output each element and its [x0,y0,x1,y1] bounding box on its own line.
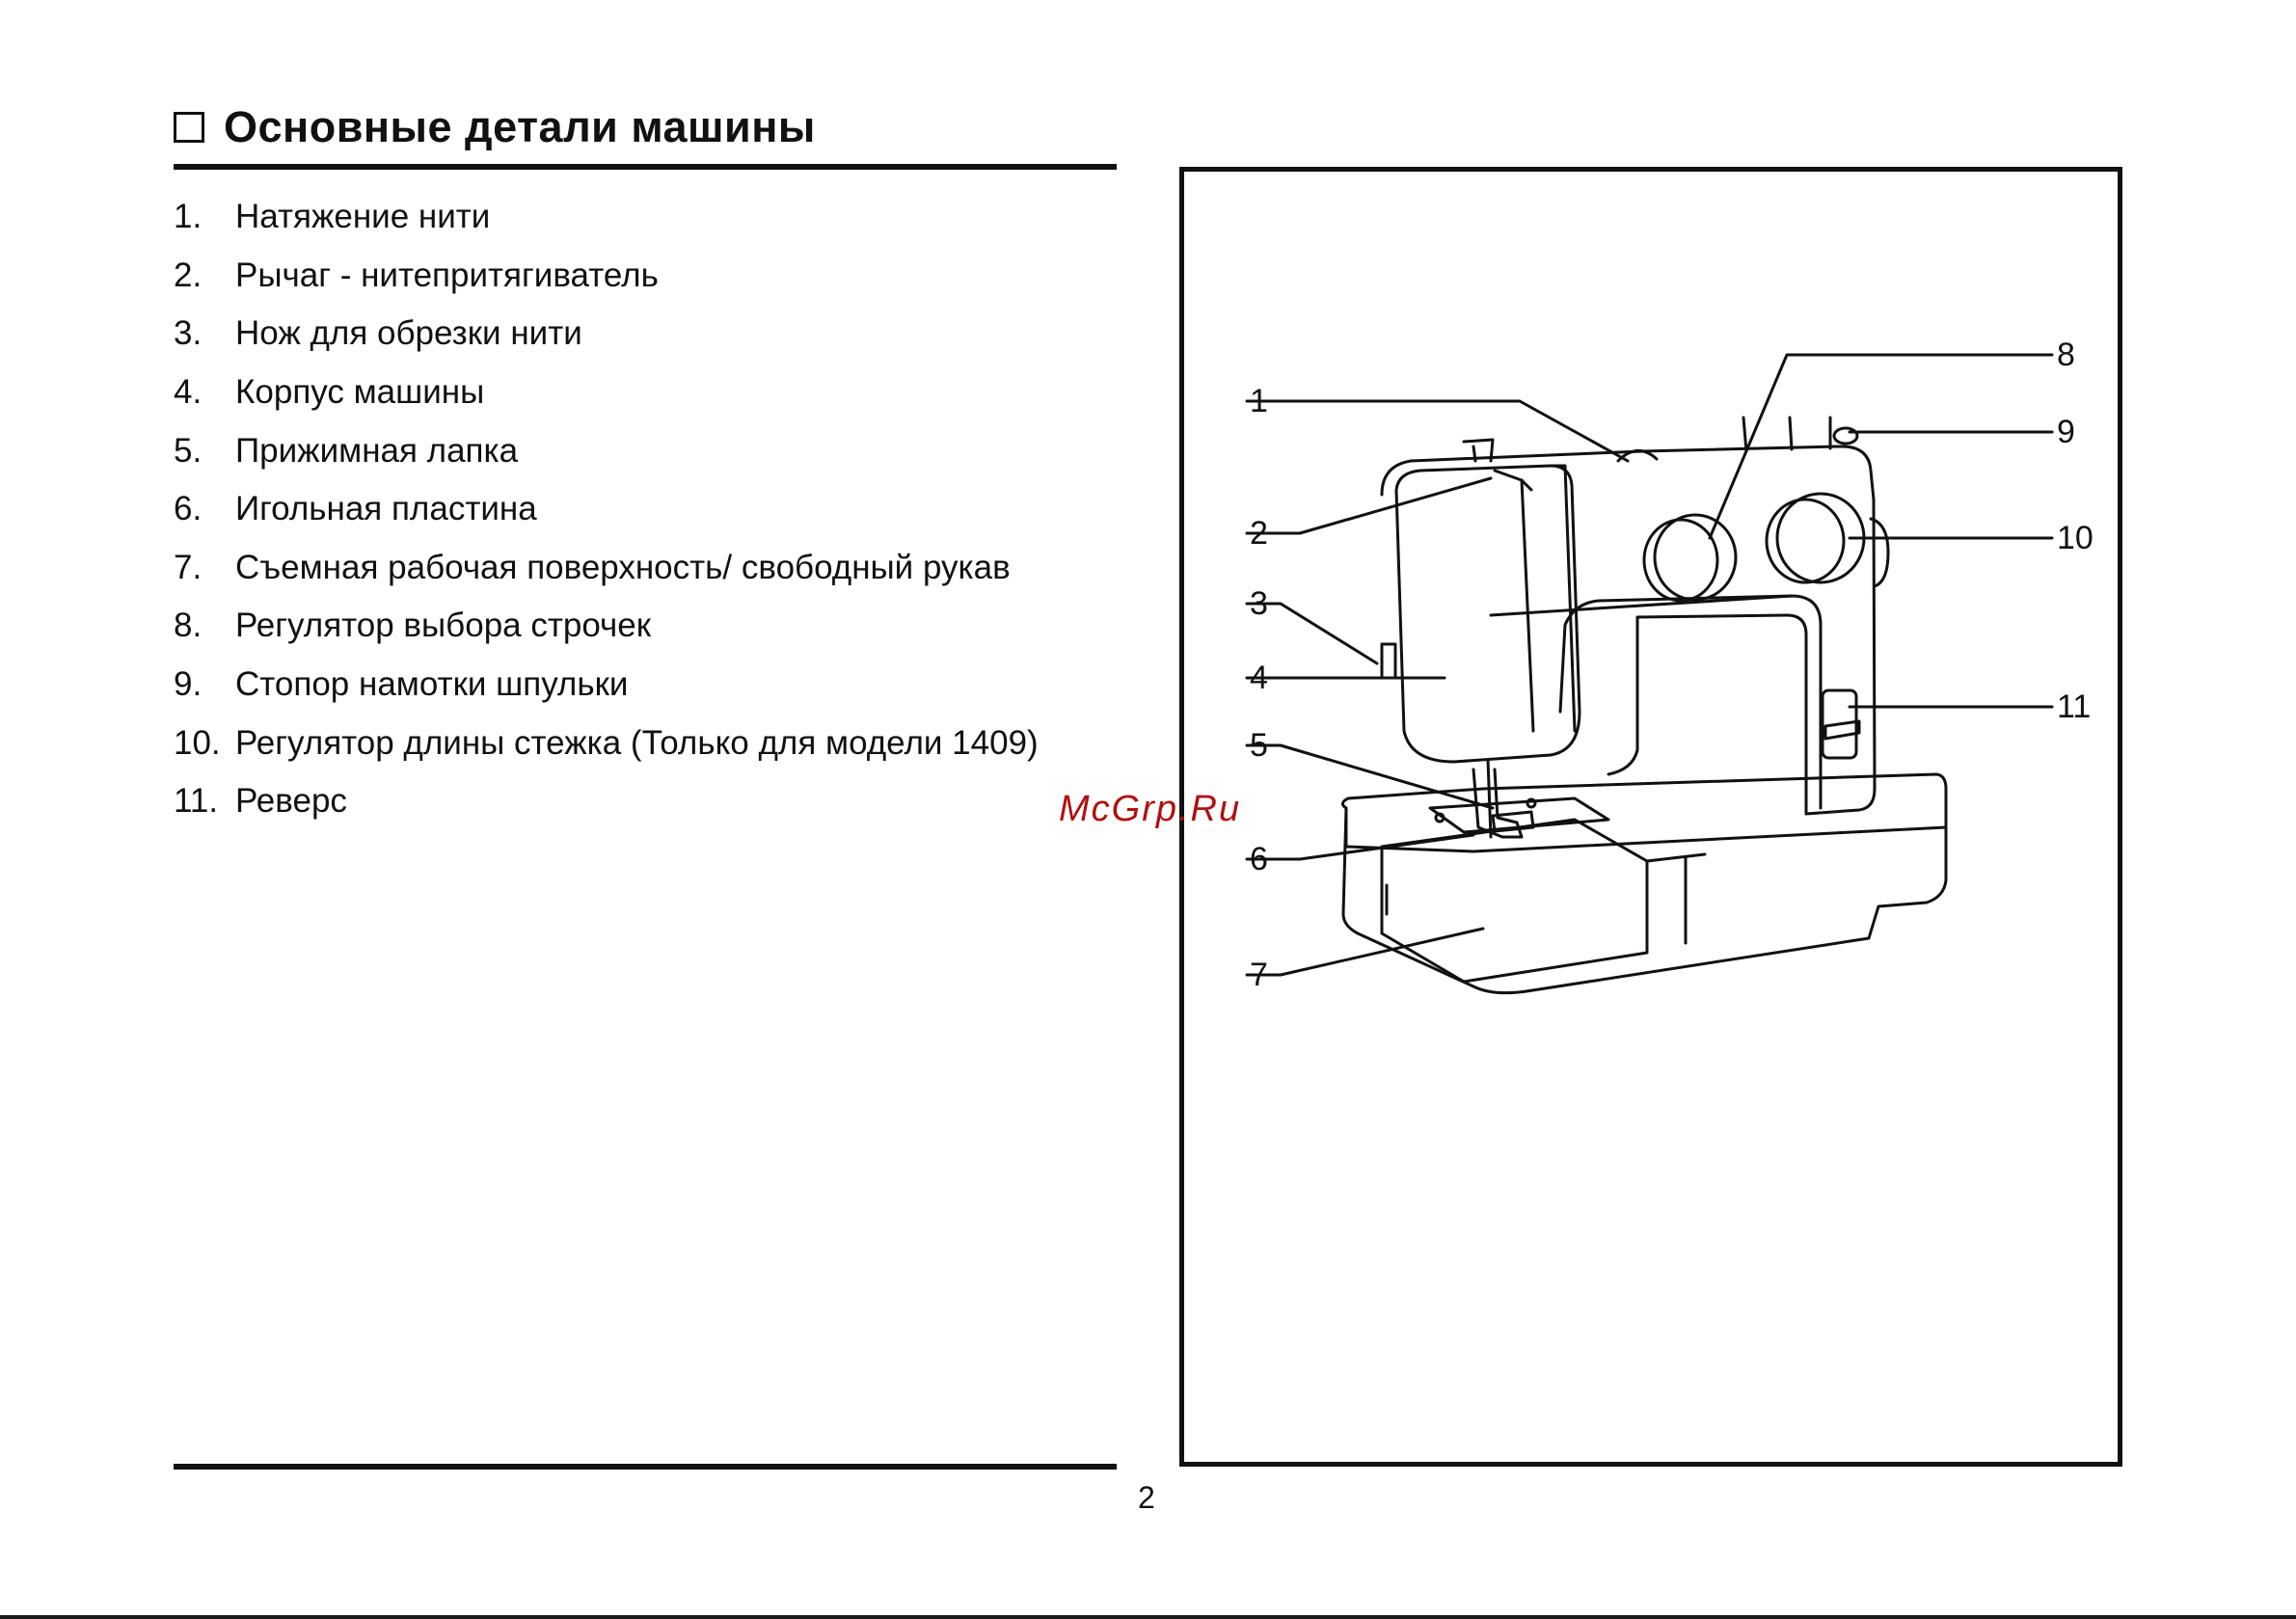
arm-inner [1558,594,1823,810]
body-midline [1489,594,1794,617]
spool-pin-2 [1788,416,1794,451]
head-front [1394,464,1581,764]
callout-3: 3 [1250,585,1268,622]
item-number: 4. [174,373,203,412]
feed-dogs [1491,810,1535,833]
page-number: 2 [1138,1480,1155,1515]
machine-body-outline [1380,445,1877,816]
callout-8: 8 [2057,337,2075,373]
list-item: 3. Нож для обрезки нити [174,305,1039,364]
needle-plate [1428,796,1610,834]
item-number: 1. [174,198,203,236]
arm-inner-2 [1607,613,1808,816]
presser-foot [1472,768,1524,839]
plate-screw-1 [1434,812,1445,823]
spool-pin-1 [1742,416,1748,453]
item-number: 2. [174,256,203,294]
watermark: McGrp.Ru [1059,789,1242,829]
stitch-selector-knob [1653,513,1738,602]
handwheel [1869,517,1890,588]
thread-cutter [1380,642,1397,680]
leader-line-8 [1708,353,2054,540]
item-number: 9. [174,665,203,704]
leader-line-1 [1245,399,1630,463]
plate-screw-2 [1526,797,1537,809]
take-up-lever [1493,469,1533,492]
bottom-edge [0,1615,2296,1619]
title-text: Основные детали машины [224,102,816,151]
list-item: 1. Натяжение нити [174,188,1039,247]
item-number: 8. [174,607,203,645]
list-item: 2. Рычаг - нитепритягиватель [174,247,1039,306]
item-number: 5. [174,431,203,470]
list-item: 10. Регулятор длины стежка (Только для мо… [174,714,1039,772]
item-text: Натяжение нити [235,198,491,236]
head-front-inner [1520,478,1535,733]
callout-5: 5 [1250,727,1268,764]
thread-guide [1462,438,1495,463]
callout-6: 6 [1250,841,1268,877]
list-item: 7. Съемная рабочая поверхность/ свободный… [174,539,1039,598]
stitch-length-knob-back [1765,498,1846,584]
list-item: 5. Прижимная лапка [174,421,1039,480]
item-number: 7. [174,548,203,586]
machine-figure-frame: 1 2 3 4 5 6 7 8 9 10 11 [1179,167,2122,1467]
head-side [1549,464,1577,733]
reverse-lever-handle [1823,719,1861,741]
callout-7: 7 [1250,957,1268,993]
item-text: Нож для обрезки нити [235,314,582,353]
callout-4: 4 [1250,660,1268,696]
free-arm-divide [1645,852,1707,863]
item-number: 11. [174,782,219,821]
section-title: Основные детали машины [174,98,816,156]
needle-bar [1486,758,1493,839]
item-text: Корпус машины [235,373,485,412]
item-number: 3. [174,314,203,353]
callout-2: 2 [1250,515,1268,552]
item-text: Реверс [235,782,347,821]
list-item: 8. Регулятор выбора строчек [174,597,1039,656]
item-text: Прижимная лапка [235,431,519,470]
top-rule [174,164,1117,170]
item-text: Регулятор выбора строчек [235,607,652,645]
machine-base [1341,772,1948,995]
list-item: 6. Игольная пластина [174,480,1039,539]
leader-line-3 [1245,602,1379,665]
item-number: 10. [174,723,221,762]
base-top-edge [1344,806,1948,853]
leader-line-2 [1245,476,1493,535]
leader-line-5 [1245,743,1495,810]
callout-1: 1 [1250,383,1268,419]
list-item: 11. Реверс [174,772,1039,831]
item-number: 6. [174,490,203,528]
item-text: Игольная пластина [235,490,537,528]
callout-10: 10 [2057,520,2093,556]
callout-9: 9 [2057,414,2075,450]
list-item: 4. Корпус машины [174,364,1039,422]
item-text: Регулятор длины стежка (Только для модел… [235,723,1039,762]
sewing-machine-illustration [1245,353,2054,995]
bobbin-winder-stopper [1832,426,1859,445]
checkbox-square-icon [174,112,204,143]
leader-line-6 [1245,833,1475,861]
bottom-rule [174,1464,1117,1470]
parts-list: 1. Натяжение нити 2. Рычаг - нитепритягива… [174,188,1039,831]
leader-line-7 [1245,927,1485,977]
item-text: Рычаг - нитепритягиватель [235,256,659,294]
reverse-lever [1821,688,1858,760]
stitch-selector-knob-back [1642,518,1719,603]
item-text: Съемная рабочая поверхность/ свободный р… [235,548,1011,586]
item-text: Стопор намотки шпульки [235,665,629,704]
list-item: 9. Стопор намотки шпульки [174,656,1039,715]
callout-11: 11 [2057,688,2092,725]
